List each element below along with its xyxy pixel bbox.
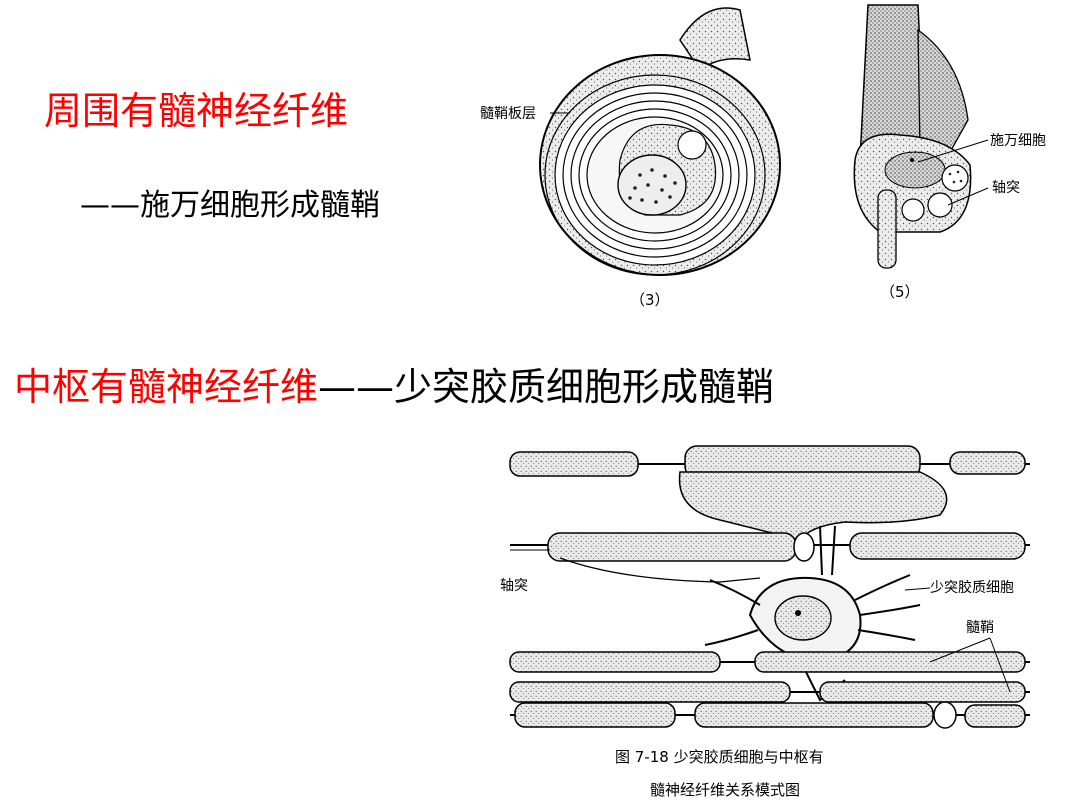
figure-caption-line-2: 髓神经纤维关系模式图 <box>650 781 800 799</box>
central-title: 中枢有髓神经纤维——少突胶质细胞形成髓鞘 <box>14 356 774 411</box>
central-title-red: 中枢有髓神经纤维 <box>14 365 319 409</box>
label-axon-bottom: 轴突 <box>500 578 528 594</box>
fiber-3 <box>509 651 1030 673</box>
fiber-5 <box>510 701 1030 729</box>
figure-caption-line-1: 图 7-18 少突胶质细胞与中枢有 <box>615 748 824 766</box>
peripheral-title: 周围有髓神经纤维 <box>44 89 349 133</box>
peripheral-myelin-figure: 髓鞘板层 （3） 施万细胞 轴突 （5） <box>480 4 1046 309</box>
panel-3-caption: （3） <box>630 291 670 309</box>
central-title-black: ——少突胶质细胞形成髓鞘 <box>318 365 775 409</box>
panel-3-cross-section: 髓鞘板层 （3） <box>480 7 781 309</box>
peripheral-subtitle: ——施万细胞形成髓鞘 <box>80 188 380 223</box>
label-oligodendrocyte: 少突胶质细胞 <box>930 579 1014 596</box>
label-myelin-sheath: 髓鞘 <box>966 620 994 636</box>
label-axon-top: 轴突 <box>992 180 1020 196</box>
fiber-2 <box>510 532 1030 583</box>
central-myelin-figure: 少突胶质细胞 髓鞘 轴突 图 7-18 少突胶质细 <box>500 445 1030 799</box>
fiber-1 <box>509 445 1030 479</box>
label-myelin-lamella: 髓鞘板层 <box>480 106 536 122</box>
oligodendrocyte: 少突胶质细胞 <box>704 525 1014 702</box>
panel-5-caption: （5） <box>880 283 920 301</box>
label-schwann-cell: 施万细胞 <box>990 133 1046 149</box>
panel-5-fiber: 施万细胞 轴突 （5） <box>853 4 1046 301</box>
fiber-4 <box>509 681 1030 703</box>
